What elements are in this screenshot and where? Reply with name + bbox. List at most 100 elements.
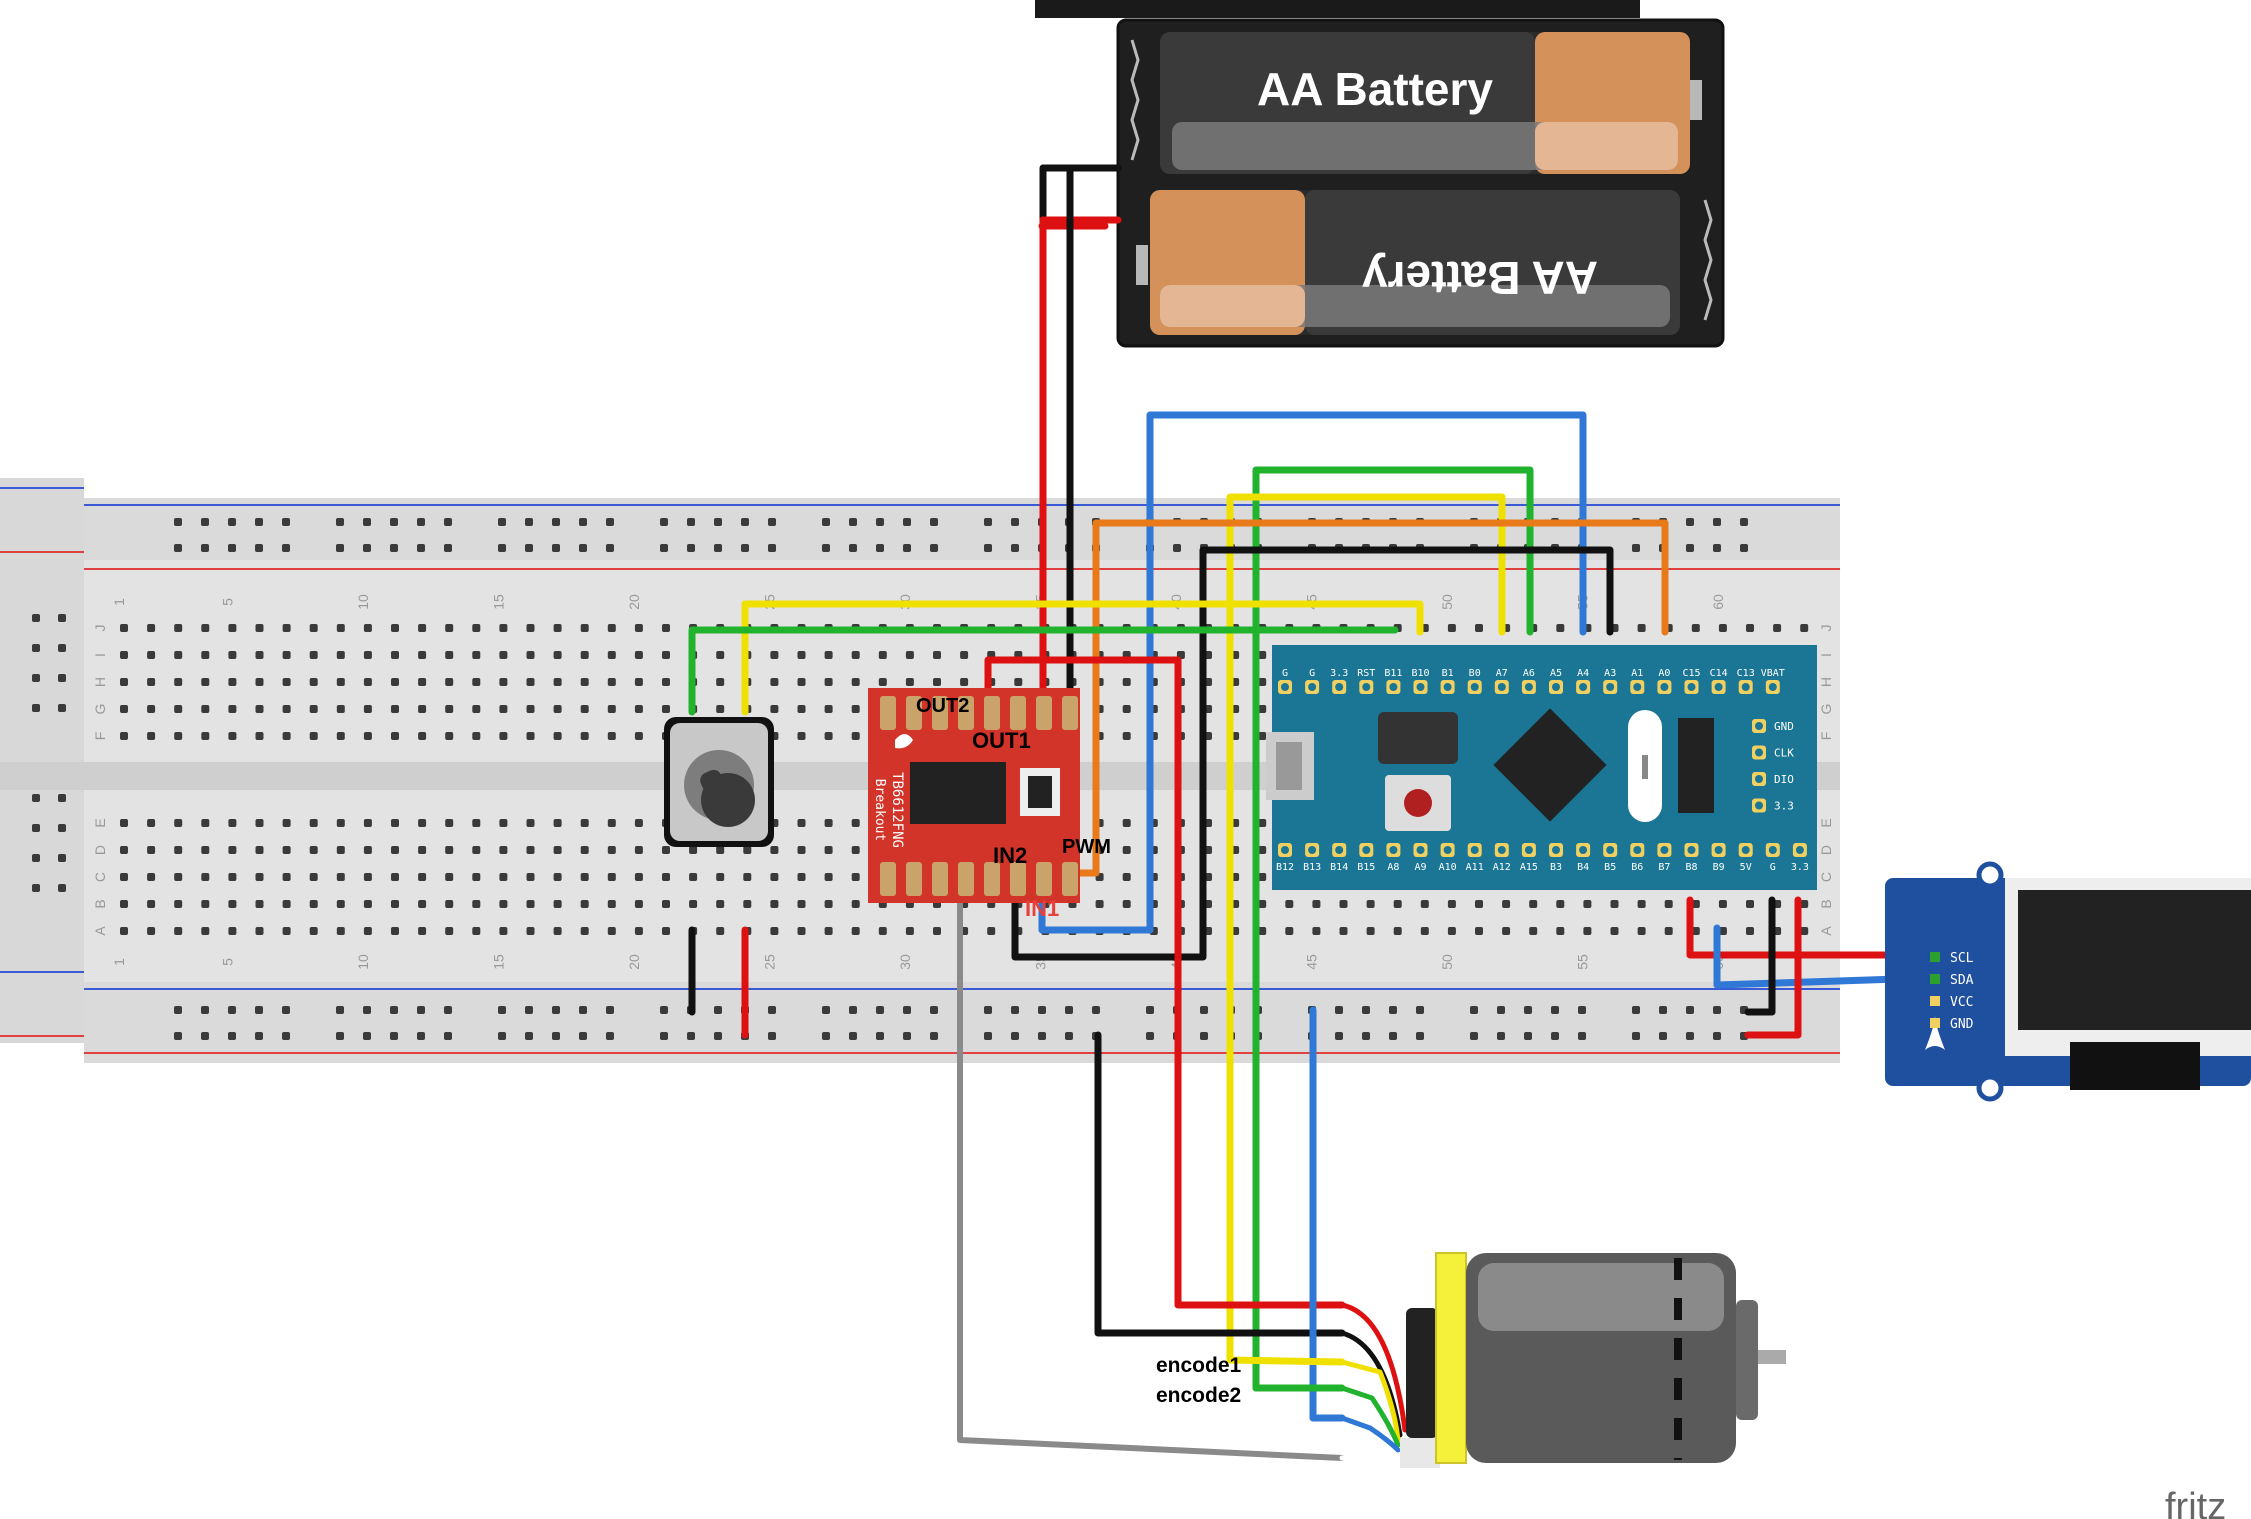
mcu-pin-hole bbox=[1524, 846, 1533, 854]
usb-port-inner bbox=[1276, 742, 1302, 790]
driver-out2-label: OUT2 bbox=[916, 695, 969, 717]
mcu-pin-hole bbox=[1741, 683, 1750, 691]
mcu-pin-label: B6 bbox=[1631, 862, 1643, 873]
breadboard-hole bbox=[228, 819, 237, 827]
breadboard-hole bbox=[309, 732, 318, 740]
breadboard-hole bbox=[1475, 900, 1483, 908]
breadboard-hole bbox=[255, 705, 264, 713]
breadboard-hole bbox=[174, 651, 183, 659]
driver-in2-label: IN2 bbox=[993, 843, 1027, 868]
breadboard-hole bbox=[445, 624, 454, 632]
breadboard-hole bbox=[174, 732, 183, 740]
mcu-pin-hole bbox=[1497, 683, 1506, 691]
breadboard-hole bbox=[851, 678, 860, 686]
rail-hole bbox=[336, 1032, 344, 1040]
breadboard-hole bbox=[770, 927, 779, 935]
breadboard-hole bbox=[391, 900, 399, 908]
mcu-pin-label: B11 bbox=[1384, 668, 1402, 679]
crystal-mark bbox=[1642, 755, 1648, 779]
rail-hole bbox=[201, 518, 209, 526]
battery-spring-right bbox=[1703, 199, 1713, 321]
rail-hole bbox=[1200, 1032, 1208, 1040]
left-board-hole bbox=[32, 674, 40, 682]
wire-blue-encoder bbox=[1309, 1006, 1346, 1422]
rail-hole bbox=[606, 518, 614, 526]
rail-hole bbox=[1713, 1006, 1721, 1014]
driver-sub-label: Breakout bbox=[872, 779, 887, 842]
column-number: 50 bbox=[1439, 954, 1455, 970]
rail-hole bbox=[984, 1006, 992, 1014]
breadboard-hole bbox=[1637, 624, 1646, 632]
breadboard-hole bbox=[1312, 927, 1321, 935]
rail-hole bbox=[903, 1006, 911, 1014]
rail-hole bbox=[849, 518, 857, 526]
row-letter: A bbox=[92, 926, 108, 936]
wire-green-pot bbox=[688, 626, 1399, 716]
breadboard-hole bbox=[553, 927, 562, 935]
breadboard-hole bbox=[363, 873, 372, 881]
rail-hole bbox=[525, 518, 533, 526]
breadboard-hole bbox=[147, 819, 156, 827]
rail-hole bbox=[1146, 1032, 1154, 1040]
rail-hole bbox=[1416, 1032, 1424, 1040]
mcu-pin-label: B8 bbox=[1685, 862, 1697, 873]
breadboard-hole bbox=[716, 927, 725, 935]
breadboard-hole bbox=[120, 705, 128, 713]
breadboard-hole bbox=[363, 624, 372, 632]
breadboard-hole bbox=[607, 927, 616, 935]
rail-hole bbox=[1146, 1006, 1154, 1014]
rail-hole bbox=[687, 544, 695, 552]
breadboard-hole bbox=[770, 900, 779, 908]
wire-black-motor bbox=[1094, 1031, 1346, 1337]
row-letter: J bbox=[1818, 625, 1834, 632]
rail-hole bbox=[174, 544, 182, 552]
breadboard-hole bbox=[174, 900, 183, 908]
mcu-pin-label: A0 bbox=[1658, 668, 1670, 679]
breadboard-hole bbox=[1800, 900, 1809, 908]
breadboard-hole bbox=[743, 846, 752, 854]
breadboard-hole bbox=[363, 678, 372, 686]
breadboard-hole bbox=[201, 678, 210, 686]
row-letter: A bbox=[1818, 926, 1834, 936]
breadboard-hole bbox=[526, 846, 535, 854]
wire-grey-out2 bbox=[957, 709, 1345, 1461]
driver-pad bbox=[958, 696, 974, 730]
breadboard-hole bbox=[797, 819, 806, 827]
column-number: 15 bbox=[490, 594, 506, 610]
breadboard-hole bbox=[851, 732, 860, 740]
oled-logo-icon bbox=[1925, 1015, 1945, 1050]
breadboard-hole bbox=[1122, 732, 1131, 740]
breadboard-hole bbox=[824, 873, 833, 881]
rail-hole bbox=[498, 544, 506, 552]
column-number: 20 bbox=[626, 954, 642, 970]
rail-hole bbox=[903, 1032, 911, 1040]
rail-hole bbox=[363, 518, 371, 526]
breadboard-hole bbox=[201, 900, 210, 908]
breadboard-hole bbox=[526, 873, 535, 881]
mcu-pin-label: 3.3 bbox=[1330, 668, 1348, 679]
breadboard-hole bbox=[716, 705, 725, 713]
breadboard-hole bbox=[851, 927, 860, 935]
breadboard-hole bbox=[147, 846, 156, 854]
mcu-pin-hole bbox=[1416, 683, 1425, 691]
breadboard-hole bbox=[418, 819, 427, 827]
rail-hole bbox=[1551, 1006, 1559, 1014]
rail-hole bbox=[1416, 1006, 1424, 1014]
breadboard-hole bbox=[607, 819, 616, 827]
encode1-label: encode1 bbox=[1156, 1354, 1242, 1377]
rail-hole bbox=[1686, 1032, 1694, 1040]
rail-hole bbox=[1335, 1006, 1343, 1014]
breadboard-hole bbox=[472, 927, 481, 935]
breadboard-hole bbox=[445, 732, 454, 740]
rail-hole bbox=[255, 1006, 263, 1014]
breadboard-hole bbox=[472, 873, 481, 881]
rail-hole bbox=[1389, 1006, 1397, 1014]
breadboard-hole bbox=[120, 678, 128, 686]
rail-hole bbox=[498, 1006, 506, 1014]
breadboard-hole bbox=[1610, 900, 1619, 908]
breadboard-hole bbox=[634, 678, 643, 686]
oled-ribbon bbox=[2070, 1042, 2200, 1090]
rail-hole bbox=[1740, 518, 1748, 526]
breadboard-hole bbox=[797, 705, 806, 713]
breadboard-hole bbox=[282, 678, 291, 686]
